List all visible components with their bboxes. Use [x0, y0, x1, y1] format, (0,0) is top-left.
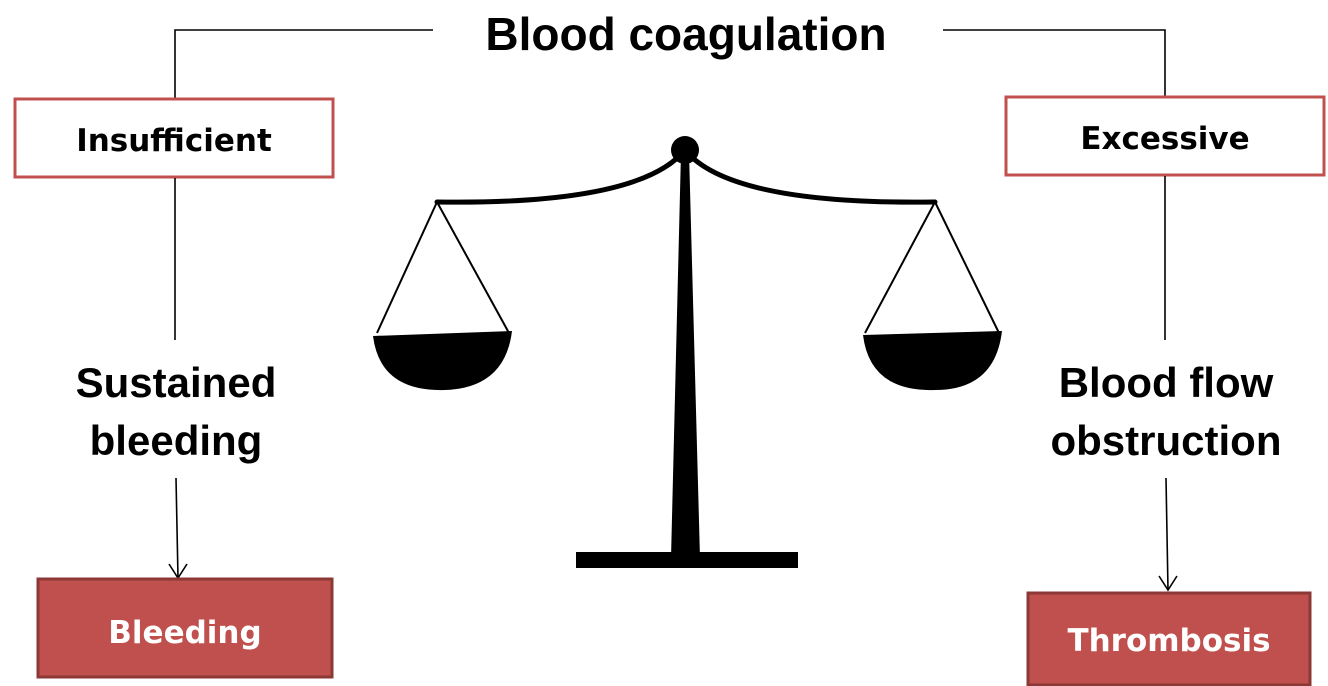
sustained-bleeding-text-line2: bleeding: [90, 417, 263, 464]
excessive-label: Excessive: [1080, 121, 1249, 157]
thrombosis-label: Thrombosis: [1067, 623, 1270, 659]
balance-scale-icon: [373, 136, 1002, 568]
bleeding-label: Bleeding: [108, 615, 261, 651]
arrow-to-bleeding: [169, 478, 187, 578]
bleeding-box: Bleeding: [38, 579, 332, 677]
insufficient-label: Insufficient: [76, 123, 272, 159]
title-connector-right: [943, 30, 1165, 98]
title-connector-left: [175, 30, 433, 98]
thrombosis-box: Thrombosis: [1028, 593, 1310, 685]
blood-flow-obstruction-text-line2: obstruction: [1051, 417, 1282, 464]
excessive-box: Excessive: [1006, 97, 1324, 175]
arrow-to-thrombosis: [1159, 478, 1177, 590]
insufficient-box: Insufficient: [15, 99, 333, 177]
blood-flow-obstruction-text-line1: Blood flow: [1059, 359, 1274, 406]
diagram-title: Blood coagulation: [485, 8, 886, 60]
sustained-bleeding-text-line1: Sustained: [76, 359, 277, 406]
